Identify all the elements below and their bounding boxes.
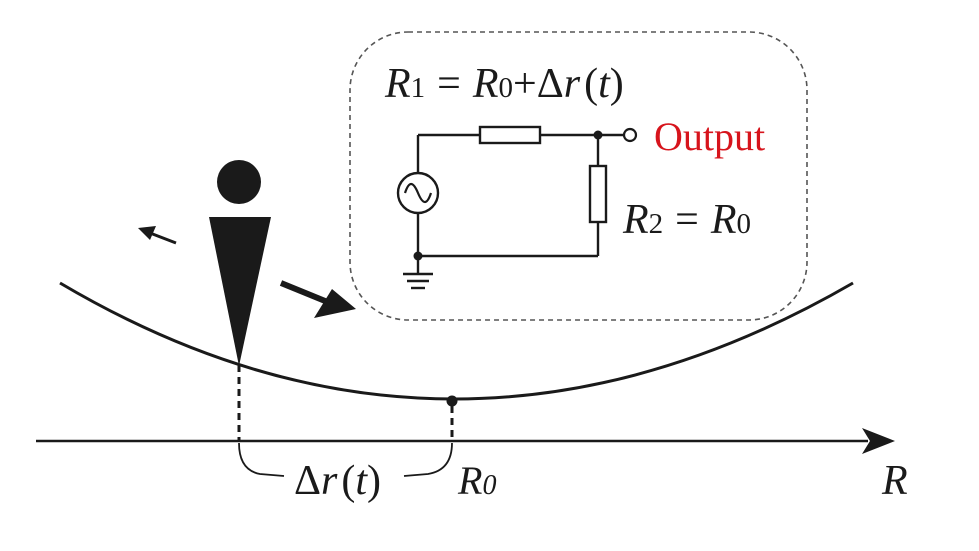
junction-dot bbox=[413, 251, 423, 261]
potential-curve bbox=[59, 281, 854, 401]
equilibrium-dot bbox=[446, 395, 458, 407]
output-terminal-icon bbox=[622, 127, 638, 143]
resistor-icon bbox=[478, 125, 542, 145]
output-label: Output bbox=[654, 114, 765, 159]
equation-r1: R1=R0+Δr(t) bbox=[384, 61, 624, 107]
right-motion-arrow-shaft bbox=[279, 280, 332, 306]
junction-dot bbox=[593, 130, 603, 140]
circuit bbox=[416, 133, 624, 273]
r-axis-arrowhead bbox=[862, 428, 895, 454]
right-motion-arrowhead bbox=[314, 289, 356, 318]
resistor-icon bbox=[588, 164, 608, 224]
circuit-frame bbox=[349, 31, 808, 321]
ac-source-icon bbox=[396, 171, 440, 215]
probe-head bbox=[217, 160, 261, 204]
probe-body bbox=[209, 217, 271, 366]
equation-r2: R2=R0 bbox=[622, 197, 751, 243]
left-motion-arrowhead bbox=[138, 226, 156, 240]
r-axis-label: R bbox=[881, 458, 908, 504]
displacement-label: Δr(t) bbox=[294, 458, 381, 504]
r0-label: R0 bbox=[457, 458, 496, 503]
left-motion-arrow-shaft bbox=[149, 231, 177, 245]
ground-icon bbox=[403, 272, 433, 290]
displacement-bracket bbox=[238, 442, 453, 477]
